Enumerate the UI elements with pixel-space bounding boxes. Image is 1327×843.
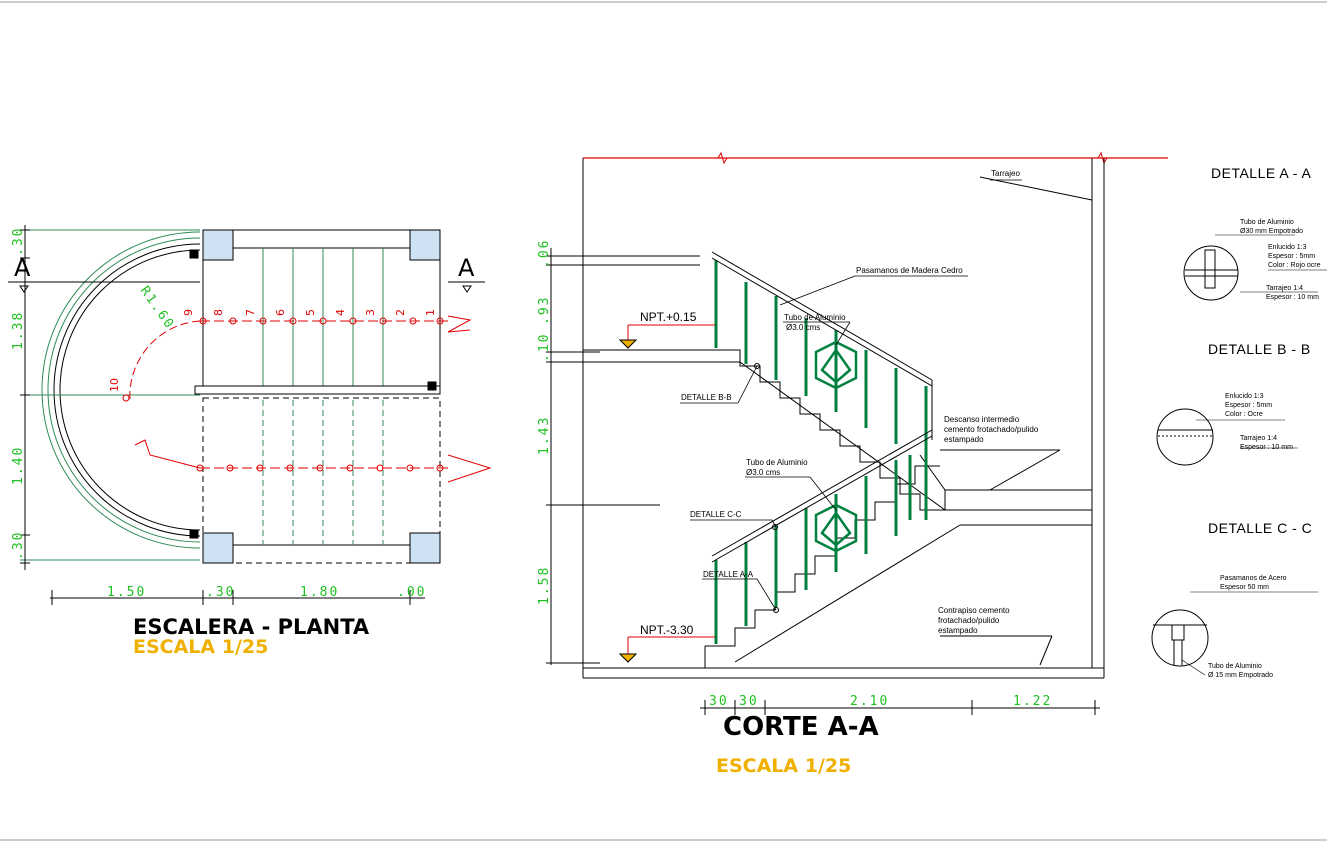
- note-descanso-3: estampado: [944, 435, 984, 444]
- plan-scale: ESCALA 1/25: [133, 636, 268, 658]
- note-descanso-1: Descanso intermedio: [944, 415, 1020, 424]
- svg-text:4: 4: [334, 309, 347, 316]
- svg-text:Tubo de Aluminio: Tubo de Aluminio: [1208, 663, 1262, 670]
- sec-dim-h-4: 1.22: [1013, 694, 1052, 709]
- svg-text:Color : Rojo ocre: Color : Rojo ocre: [1268, 262, 1321, 269]
- svg-text:A: A: [14, 254, 31, 282]
- railing: [714, 260, 928, 644]
- plan-steps: [189, 229, 441, 564]
- svg-text:3: 3: [364, 309, 377, 316]
- plan-dim-v-1: .30: [11, 227, 26, 256]
- sec-dim-v-3: .10: [537, 333, 552, 362]
- level-top: NPT.+0.15: [640, 310, 697, 324]
- svg-text:Espesor 50 mm: Espesor 50 mm: [1220, 584, 1269, 591]
- svg-text:Tarrajeo 1:4: Tarrajeo 1:4: [1240, 435, 1277, 442]
- note-tubo-mid-2: Ø3.0 cms: [746, 468, 780, 477]
- svg-text:1: 1: [424, 309, 437, 316]
- svg-text:DETALLE B - B: DETALLE B - B: [1208, 341, 1311, 357]
- section-scale: ESCALA 1/25: [716, 755, 851, 777]
- svg-text:10: 10: [108, 378, 121, 392]
- sec-dim-h-1: 30: [709, 694, 729, 709]
- sec-dim-v-1: .06: [537, 239, 552, 268]
- svg-text:6: 6: [274, 309, 287, 316]
- plan-curved-landing: [41, 231, 201, 549]
- step-numbers: 9 8 7 6 5 4 3 2 1 10: [108, 309, 437, 392]
- level-marks: [618, 324, 715, 663]
- svg-text:Color : Ocre: Color : Ocre: [1225, 411, 1263, 418]
- note-detalle-b: DETALLE B-B: [681, 393, 732, 402]
- plan-dim-h-4: .00: [397, 585, 426, 600]
- plan-dim-h-3: 1.80: [300, 585, 339, 600]
- svg-text:Espesor : 10 mm: Espesor : 10 mm: [1266, 294, 1319, 301]
- svg-text:Espesor : 5mm: Espesor : 5mm: [1268, 253, 1315, 260]
- note-detalle-a: DETALLE A-A: [703, 570, 754, 579]
- note-tarrajeo: Tarrajeo: [991, 169, 1020, 178]
- note-tubo-top-2: Ø3.0 cms: [786, 323, 820, 332]
- plan-dim-v-4: .30: [11, 531, 26, 560]
- radius-label: R1.60: [137, 284, 177, 333]
- svg-text:Tarrajeo 1:4: Tarrajeo 1:4: [1266, 285, 1303, 292]
- svg-text:Ø 15 mm Empotrado: Ø 15 mm Empotrado: [1208, 672, 1273, 679]
- level-bottom: NPT.-3.30: [640, 623, 694, 637]
- svg-text:Tubo de Aluminio: Tubo de Aluminio: [1240, 219, 1294, 226]
- sec-dim-h-2: 30: [739, 694, 759, 709]
- note-contrapiso-3: estampado: [938, 626, 978, 635]
- svg-text:5: 5: [304, 309, 317, 316]
- sec-dim-v-4: 1.43: [537, 416, 552, 455]
- svg-text:9: 9: [182, 309, 195, 316]
- note-pasamanos: Pasamanos de Madera Cedro: [856, 266, 963, 275]
- detail-b: DETALLE B - B Enlucido 1:3 Espesor : 5mm…: [1156, 341, 1311, 466]
- note-descanso-2: cemento frotachado/pulido: [944, 425, 1039, 434]
- svg-text:2: 2: [394, 309, 407, 316]
- stair-plan: 9 8 7 6 5 4 3 2 1 10 R1.60 A A: [8, 225, 492, 658]
- plan-dim-h-1: 1.50: [107, 585, 146, 600]
- plan-dim-v-3: 1.40: [11, 446, 26, 485]
- svg-text:DETALLE A - A: DETALLE A - A: [1211, 165, 1312, 181]
- svg-text:Pasamanos de Acero: Pasamanos de Acero: [1220, 575, 1287, 582]
- plan-title: ESCALERA - PLANTA: [133, 615, 370, 639]
- section-notes: [680, 179, 1022, 611]
- plan-section-marks: A A: [8, 254, 485, 293]
- section-title: CORTE A-A: [723, 712, 879, 742]
- svg-text:Ø30 mm Empotrado: Ø30 mm Empotrado: [1240, 228, 1303, 235]
- plan-dim-v-2: 1.38: [11, 311, 26, 350]
- stair-section: NPT.+0.15 NPT.-3.30 .06 .93 .10 1.43 1.5…: [537, 151, 1168, 777]
- svg-text:A: A: [458, 254, 475, 282]
- walking-line: [122, 315, 492, 483]
- svg-text:8: 8: [212, 309, 225, 316]
- sec-dim-v-2: .93: [537, 296, 552, 325]
- svg-text:DETALLE C - C: DETALLE C - C: [1208, 520, 1312, 536]
- note-tubo-top-1: Tubo de Aluminio: [784, 313, 846, 322]
- sec-dim-v-5: 1.58: [537, 566, 552, 605]
- svg-text:Enlucido 1:3: Enlucido 1:3: [1225, 393, 1264, 400]
- plan-dimensions: [20, 225, 425, 605]
- note-detalle-c: DETALLE C-C: [690, 510, 742, 519]
- detail-a: DETALLE A - A Tubo de Aluminio Ø30 mm Em…: [1183, 165, 1327, 301]
- note-contrapiso-2: frotachado/pulido: [938, 616, 1000, 625]
- svg-text:Espesor : 10 mm: Espesor : 10 mm: [1240, 444, 1293, 451]
- note-contrapiso-1: Contrapiso cemento: [938, 606, 1010, 615]
- section-dimensions: [546, 248, 1100, 715]
- note-tubo-mid-1: Tubo de Aluminio: [746, 458, 808, 467]
- detail-c: DETALLE C - C Pasamanos de Acero Espesor…: [1151, 520, 1318, 679]
- svg-text:Enlucido 1:3: Enlucido 1:3: [1268, 244, 1307, 251]
- svg-text:7: 7: [244, 309, 257, 316]
- sec-dim-h-3: 2.10: [850, 694, 889, 709]
- svg-text:Espesor : 5mm: Espesor : 5mm: [1225, 402, 1272, 409]
- plan-dim-h-2: .30: [206, 585, 235, 600]
